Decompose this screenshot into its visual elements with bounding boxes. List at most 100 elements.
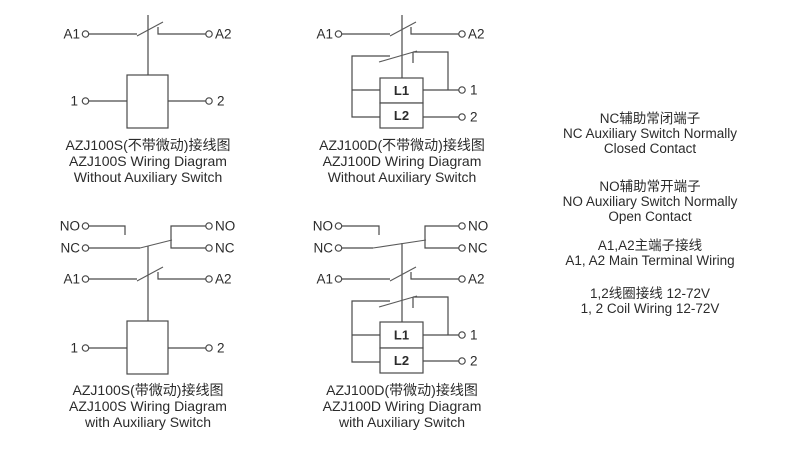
note-cn: NC辅助常闭端子 bbox=[599, 111, 701, 126]
terminal-a2-label: A2 bbox=[215, 27, 232, 42]
terminal-1-label: 1 bbox=[470, 83, 478, 98]
terminal-a1-label: A1 bbox=[63, 27, 80, 42]
terminal-nc-right-circle bbox=[458, 244, 466, 252]
coil-box bbox=[126, 74, 169, 129]
note-en-line2: Closed Contact bbox=[603, 140, 697, 156]
changeover-switch-blade bbox=[378, 50, 418, 63]
terminal-a2-circle bbox=[205, 30, 213, 38]
note-cn: NO辅助常开端子 bbox=[599, 179, 701, 194]
terminal-nc-right-label: NC bbox=[468, 241, 488, 256]
main-switch-blade bbox=[136, 21, 164, 37]
note-cn: 1,2线圈接线 12-72V bbox=[589, 286, 711, 301]
terminal-a2-label: A2 bbox=[215, 272, 232, 287]
schematic-azj100s-without-aux: A1 A2 1 2 bbox=[63, 15, 232, 129]
terminal-2-circle bbox=[458, 113, 466, 121]
terminal-no-left-circle bbox=[81, 222, 90, 230]
terminal-a2-label: A2 bbox=[468, 272, 485, 287]
note-en-line2: Open Contact bbox=[608, 208, 692, 224]
coil-l2-label: L2 bbox=[394, 353, 409, 368]
terminal-nc-left-circle bbox=[334, 244, 343, 252]
terminal-nc-left-label: NC bbox=[314, 241, 334, 256]
caption-en-line2: with Auxiliary Switch bbox=[338, 413, 466, 430]
coil-l2-box bbox=[379, 102, 424, 129]
caption-azj100d-without-aux: AZJ100D(不带微动)接线图 AZJ100D Wiring Diagram … bbox=[282, 137, 522, 185]
terminal-2-circle bbox=[205, 344, 213, 352]
coil-l2-label: L2 bbox=[394, 108, 409, 123]
caption-azj100s-with-aux: AZJ100S(带微动)接线图 AZJ100S Wiring Diagram w… bbox=[28, 382, 268, 430]
schematic-azj100d-with-aux: NO NO NC NC A1 A2 L1 L2 1 2 bbox=[313, 219, 488, 374]
note-main-terminal-wiring: A1,A2主端子接线 A1, A2 Main Terminal Wiring bbox=[534, 238, 766, 269]
caption-cn: AZJ100D(不带微动)接线图 bbox=[319, 137, 485, 153]
terminal-1-label: 1 bbox=[70, 94, 78, 109]
coil-l1-box bbox=[379, 321, 424, 349]
note-no-contact: NO辅助常开端子 NO Auxiliary Switch Normally Op… bbox=[534, 179, 766, 224]
caption-cn: AZJ100S(不带微动)接线图 bbox=[65, 137, 231, 153]
coil-box bbox=[126, 320, 169, 375]
terminal-nc-left-label: NC bbox=[61, 241, 81, 256]
terminal-no-left-label: NO bbox=[313, 219, 333, 234]
note-cn: A1,A2主端子接线 bbox=[597, 238, 703, 253]
terminal-a1-circle bbox=[334, 275, 343, 283]
terminal-2-label: 2 bbox=[217, 94, 225, 109]
terminal-nc-left-circle bbox=[81, 244, 90, 252]
terminal-nc-right-circle bbox=[205, 244, 213, 252]
caption-azj100s-without-aux: AZJ100S(不带微动)接线图 AZJ100S Wiring Diagram … bbox=[28, 137, 268, 185]
terminal-a2-circle bbox=[458, 275, 466, 283]
terminal-2-circle bbox=[458, 357, 466, 365]
wires bbox=[342, 225, 459, 363]
terminal-no-right-label: NO bbox=[468, 219, 488, 234]
terminal-a2-circle bbox=[205, 275, 213, 283]
wires bbox=[89, 225, 206, 349]
note-en-line1: NO Auxiliary Switch Normally bbox=[562, 193, 738, 209]
main-switch-blade bbox=[389, 266, 417, 282]
terminal-a1-circle bbox=[81, 30, 90, 38]
caption-en-line1: AZJ100S Wiring Diagram bbox=[69, 152, 227, 169]
coil-l1-label: L1 bbox=[394, 328, 409, 343]
terminal-2-circle bbox=[205, 97, 213, 105]
terminal-a2-circle bbox=[458, 30, 466, 38]
note-coil-wiring: 1,2线圈接线 12-72V 1, 2 Coil Wiring 12-72V bbox=[534, 286, 766, 317]
wires bbox=[89, 15, 206, 102]
terminal-no-left-circle bbox=[334, 222, 343, 230]
terminal-1-circle bbox=[458, 331, 466, 339]
main-switch-blade bbox=[389, 21, 417, 37]
caption-en-line1: AZJ100D Wiring Diagram bbox=[322, 152, 482, 169]
caption-en-line1: AZJ100D Wiring Diagram bbox=[322, 397, 482, 414]
terminal-1-circle bbox=[81, 344, 90, 352]
caption-cn: AZJ100S(带微动)接线图 bbox=[72, 382, 224, 398]
terminal-a1-circle bbox=[81, 275, 90, 283]
terminal-2-label: 2 bbox=[470, 354, 478, 369]
terminal-a1-circle bbox=[334, 30, 343, 38]
note-nc-contact: NC辅助常闭端子 NC Auxiliary Switch Normally Cl… bbox=[534, 111, 766, 156]
caption-en-line2: Without Auxiliary Switch bbox=[73, 168, 223, 185]
terminal-a1-label: A1 bbox=[316, 27, 333, 42]
caption-en-line2: Without Auxiliary Switch bbox=[327, 168, 477, 185]
caption-azj100d-with-aux: AZJ100D(带微动)接线图 AZJ100D Wiring Diagram w… bbox=[282, 382, 522, 430]
wires bbox=[342, 15, 459, 118]
coil-l1-label: L1 bbox=[394, 83, 409, 98]
aux-switch-blade bbox=[139, 239, 173, 249]
terminal-1-label: 1 bbox=[70, 341, 78, 356]
caption-en-line2: with Auxiliary Switch bbox=[84, 413, 212, 430]
terminal-2-label: 2 bbox=[470, 110, 478, 125]
changeover-switch-blade bbox=[378, 295, 418, 308]
terminal-nc-right-label: NC bbox=[215, 241, 235, 256]
schematic-azj100s-with-aux: NO NO NC NC A1 A2 1 2 bbox=[60, 219, 235, 375]
terminal-1-circle bbox=[81, 97, 90, 105]
terminal-a1-label: A1 bbox=[63, 272, 80, 287]
note-en-line1: 1, 2 Coil Wiring 12-72V bbox=[580, 300, 720, 316]
note-en-line1: A1, A2 Main Terminal Wiring bbox=[565, 252, 735, 268]
terminal-no-right-circle bbox=[205, 222, 213, 230]
caption-en-line1: AZJ100S Wiring Diagram bbox=[69, 397, 227, 414]
terminal-no-right-label: NO bbox=[215, 219, 235, 234]
note-en-line1: NC Auxiliary Switch Normally bbox=[562, 125, 738, 141]
terminal-a1-label: A1 bbox=[316, 272, 333, 287]
terminal-1-label: 1 bbox=[470, 328, 478, 343]
coil-l1-box bbox=[379, 77, 424, 104]
coil-l2-box bbox=[379, 347, 424, 374]
terminal-a2-label: A2 bbox=[468, 27, 485, 42]
main-switch-blade bbox=[136, 266, 164, 282]
terminal-no-left-label: NO bbox=[60, 219, 80, 234]
